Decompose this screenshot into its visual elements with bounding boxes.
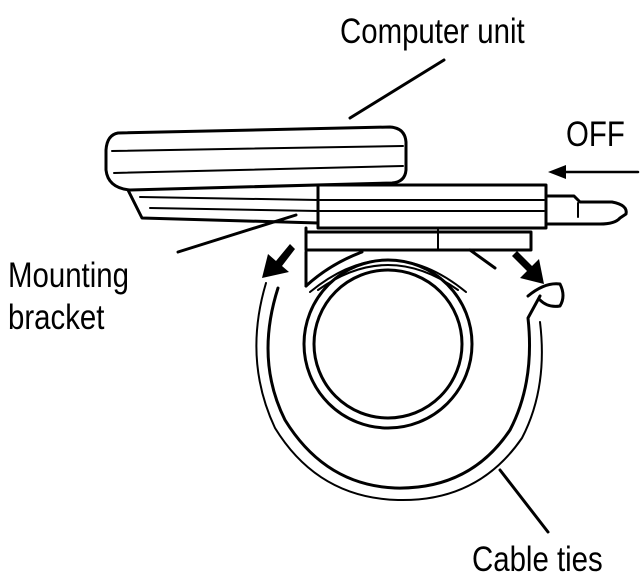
mounting-bracket-label-line2: bracket	[8, 298, 105, 337]
insert-arrow-icon	[262, 244, 295, 278]
mounting-bracket-drawing	[306, 185, 626, 286]
cable-ties-leader	[500, 470, 548, 532]
computer-unit-drawing	[106, 127, 406, 223]
release-arrow-icon	[512, 251, 544, 284]
mounting-bracket-label-line1: Mounting	[8, 256, 129, 295]
mounting-bracket-leader	[178, 215, 296, 252]
cable-tie-drawing	[256, 283, 563, 500]
computer-unit-label: Computer unit	[340, 12, 525, 51]
handlebar-drawing	[304, 260, 472, 428]
off-arrow-head	[548, 165, 566, 179]
off-label: OFF	[566, 115, 625, 154]
cable-ties-label: Cable ties	[472, 540, 603, 579]
computer-unit-leader	[350, 60, 444, 118]
